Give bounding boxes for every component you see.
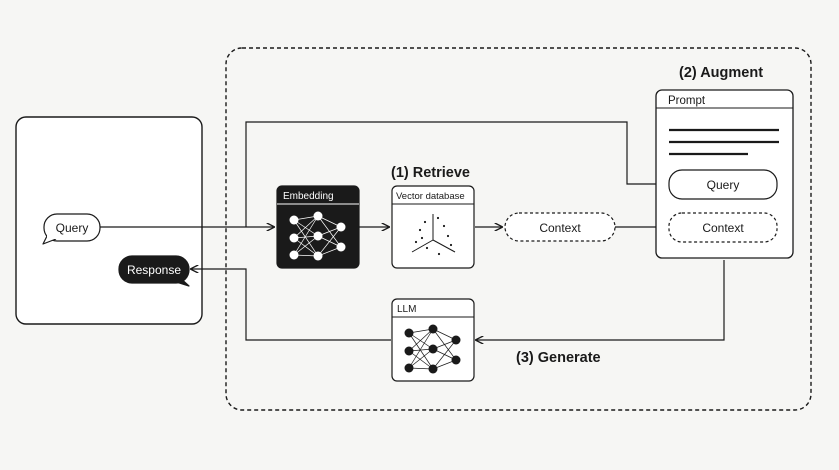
prompt-context-slot xyxy=(668,212,778,243)
context-label: Context xyxy=(539,221,581,235)
embedding-label: Embedding xyxy=(283,191,334,202)
embedding-node: Embedding xyxy=(276,185,360,269)
llm-node: LLM xyxy=(391,298,475,382)
llm-to-response-arrow xyxy=(191,269,391,341)
vector-database-node: Vector database xyxy=(391,185,475,269)
vector-scatter-icon xyxy=(411,214,456,256)
query-bubble-label: Query xyxy=(56,221,89,235)
step-generate-label: (3) Generate xyxy=(516,350,601,366)
step-augment-label: (2) Augment xyxy=(679,65,763,81)
prompt-query-slot xyxy=(668,169,778,200)
prompt-query-label: Query xyxy=(707,178,740,192)
query-bubble: Query xyxy=(42,213,101,245)
system-boundary xyxy=(225,47,812,411)
connectors xyxy=(100,121,725,341)
prompt-to-llm-arrow xyxy=(476,260,725,340)
vector-database-label: Vector database xyxy=(396,191,465,202)
context-node: Context xyxy=(504,212,616,242)
prompt-context-label: Context xyxy=(702,221,744,235)
llm-label: LLM xyxy=(397,304,416,315)
prompt-box: Prompt Query Context xyxy=(655,89,794,259)
prompt-text-lines xyxy=(669,128,779,156)
response-bubble: Response xyxy=(118,255,190,287)
query-to-prompt-arrow xyxy=(245,121,666,227)
prompt-title: Prompt xyxy=(668,95,706,107)
step-retrieve-label: (1) Retrieve xyxy=(391,165,470,181)
client-app-box xyxy=(15,116,203,325)
response-bubble-label: Response xyxy=(127,263,181,277)
